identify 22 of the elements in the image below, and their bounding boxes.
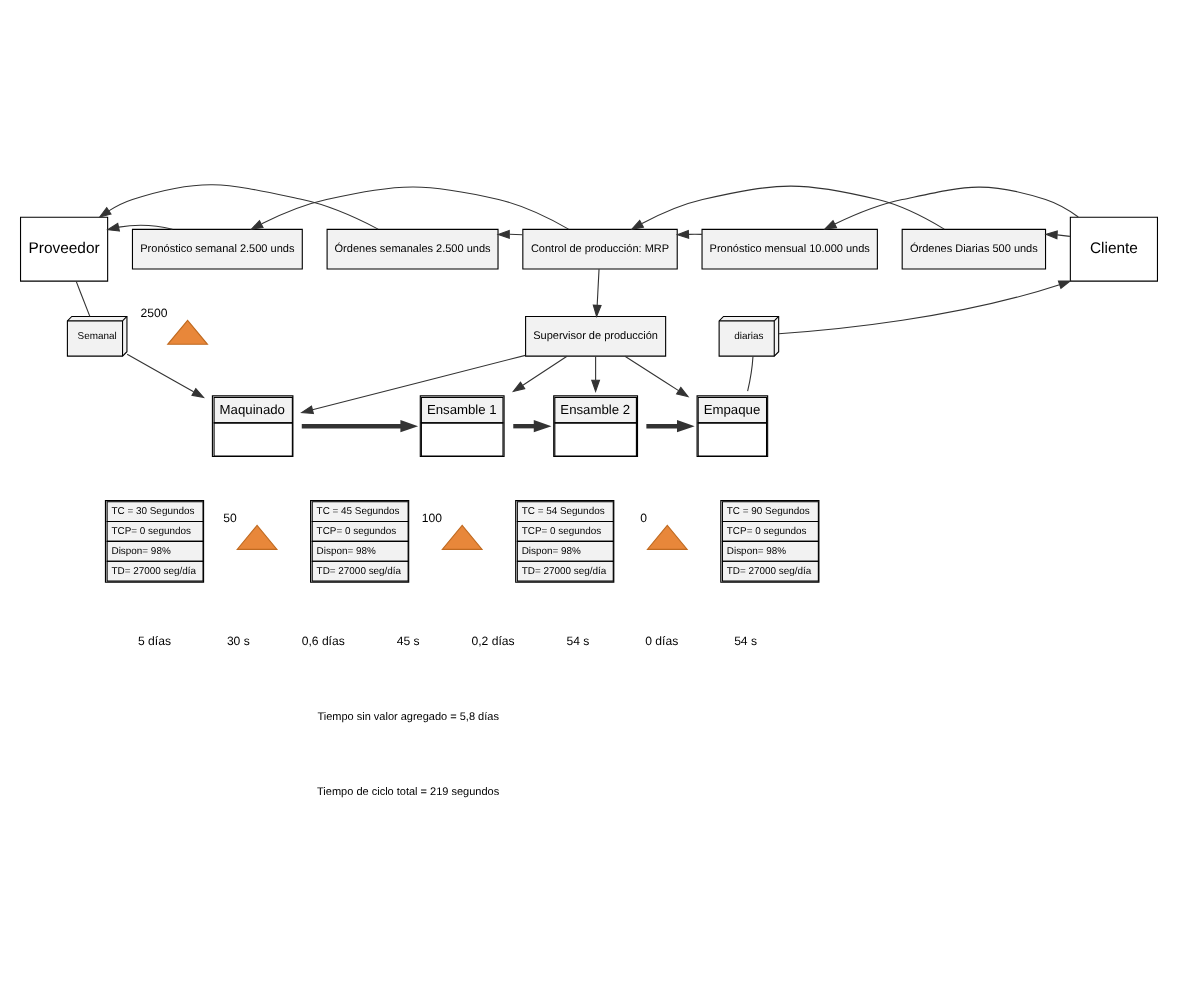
node-triangle [441,524,484,550]
connector [75,280,91,317]
arrow [591,355,601,393]
arrow [624,355,690,398]
arrow [126,353,205,399]
arrow [592,268,602,319]
arrow [301,420,419,433]
arrow [1044,230,1071,240]
arrow [106,222,173,232]
arrow [823,186,1079,230]
arrow [511,355,568,393]
arrow [250,186,570,230]
arrow [513,420,552,433]
node-triangle [166,319,209,345]
arrow [98,184,379,230]
arrow [646,420,695,433]
arrow [778,280,1072,335]
arrow [630,185,945,230]
node-triangle [236,524,279,550]
connector [747,355,754,392]
arrow [300,354,526,415]
node-triangle [646,524,689,550]
